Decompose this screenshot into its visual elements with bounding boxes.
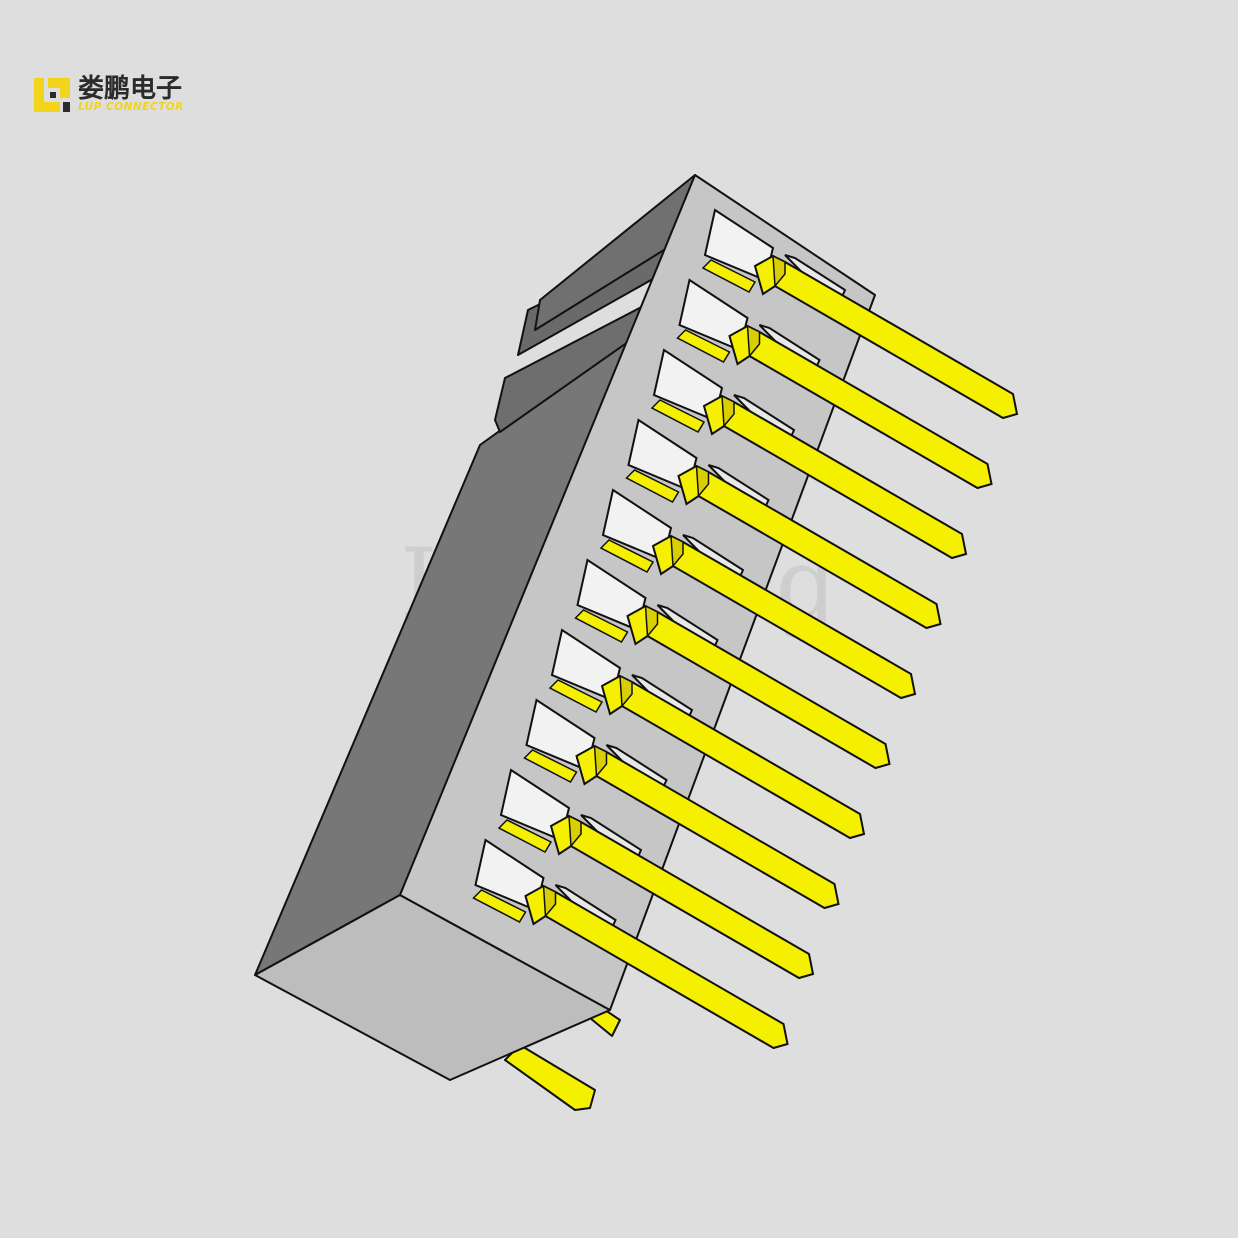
pin-cavity bbox=[474, 838, 545, 912]
brand-name-en: LUP CONNECTOR bbox=[78, 101, 184, 113]
pin-bend bbox=[695, 464, 710, 498]
pin-cavity bbox=[678, 278, 749, 352]
pin-bend bbox=[619, 674, 633, 708]
pin-foot bbox=[676, 329, 731, 363]
pin-cavity bbox=[652, 348, 724, 422]
pin-cavity bbox=[703, 208, 775, 282]
pin-cavity bbox=[525, 698, 596, 772]
pin-foot bbox=[574, 609, 629, 643]
pin-bend bbox=[542, 884, 557, 918]
pin-row bbox=[701, 208, 1019, 420]
pin-foot bbox=[650, 399, 706, 433]
pin-bend bbox=[593, 744, 608, 778]
lp-logo-icon bbox=[34, 78, 70, 112]
pin-row bbox=[472, 838, 789, 1050]
pin-row bbox=[625, 418, 942, 630]
pin-bend bbox=[644, 604, 659, 638]
pin-foot bbox=[625, 469, 680, 503]
pin-foot bbox=[472, 889, 527, 923]
pin-cavity bbox=[499, 768, 571, 842]
pin-row bbox=[548, 628, 866, 840]
pin-row bbox=[599, 488, 917, 700]
pin-foot bbox=[523, 749, 578, 783]
pin-foot bbox=[599, 539, 655, 573]
pin-row bbox=[676, 278, 993, 490]
pin-bend bbox=[772, 254, 786, 288]
pin-bend bbox=[721, 394, 735, 428]
pin-bend bbox=[746, 324, 761, 358]
brand-name-cn: 娄鹏电子 bbox=[78, 74, 183, 104]
pin-cavity bbox=[576, 558, 647, 632]
pin-foot bbox=[497, 819, 553, 853]
pin-row bbox=[574, 558, 891, 770]
pin-cavity bbox=[601, 488, 673, 562]
pin-row bbox=[650, 348, 968, 560]
pin-bend bbox=[670, 534, 684, 568]
pin-cavity bbox=[627, 418, 698, 492]
pin-row bbox=[497, 768, 815, 980]
pin-row-group bbox=[472, 208, 1019, 1050]
pin-row bbox=[523, 698, 840, 910]
pin-foot bbox=[701, 259, 757, 293]
brand-logo: 娄鹏电子 LUP CONNECTOR bbox=[30, 70, 230, 118]
pin-bend bbox=[568, 814, 582, 848]
pin-cavity bbox=[550, 628, 622, 702]
pin-foot bbox=[548, 679, 604, 713]
